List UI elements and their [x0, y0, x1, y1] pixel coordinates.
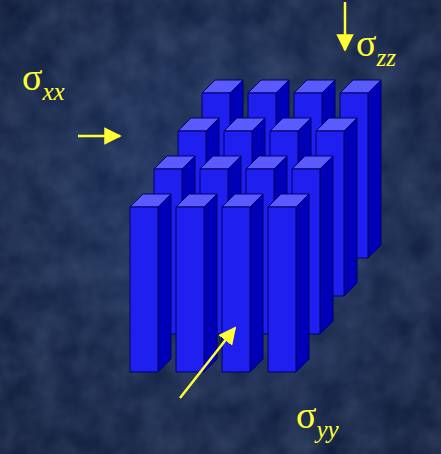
stress-label: σyy	[296, 396, 339, 434]
pillar-face	[248, 80, 289, 93]
pillar-face	[176, 194, 217, 207]
pillar-face	[344, 118, 357, 296]
pillar-face	[268, 207, 296, 372]
pillar-face	[316, 118, 357, 131]
subscript: yy	[316, 416, 338, 443]
pillar-face	[130, 207, 158, 372]
pillar-face	[154, 156, 195, 169]
pillar-face	[224, 118, 265, 131]
pillar-face	[368, 80, 381, 258]
stress-label: σzz	[356, 24, 396, 62]
subscript: xx	[42, 78, 64, 105]
pillar-face	[340, 80, 381, 93]
pillar-face	[292, 156, 333, 169]
pillar-face	[222, 194, 263, 207]
stress-arrow	[180, 328, 235, 398]
pillar-face	[202, 80, 243, 93]
pillar-face	[222, 207, 250, 372]
pillar-face	[270, 118, 311, 131]
stress-arrow	[78, 135, 120, 138]
pillar-face	[294, 80, 335, 93]
pillar-face	[246, 156, 287, 169]
stress-arrow	[344, 2, 347, 50]
pillar-face	[200, 156, 241, 169]
pillar-face	[176, 207, 204, 372]
sigma-symbol: σ	[356, 22, 376, 64]
pillar-face	[178, 118, 219, 131]
subscript: zz	[376, 44, 395, 71]
pillar-face	[296, 194, 309, 372]
stress-label: σxx	[22, 58, 65, 96]
pillar-face	[250, 194, 263, 372]
pillar-face	[204, 194, 217, 372]
pillar-face	[158, 194, 171, 372]
pillar-face	[130, 194, 171, 207]
sigma-symbol: σ	[22, 56, 42, 98]
pillar-face	[320, 156, 333, 334]
sigma-symbol: σ	[296, 394, 316, 436]
pillar-face	[268, 194, 309, 207]
